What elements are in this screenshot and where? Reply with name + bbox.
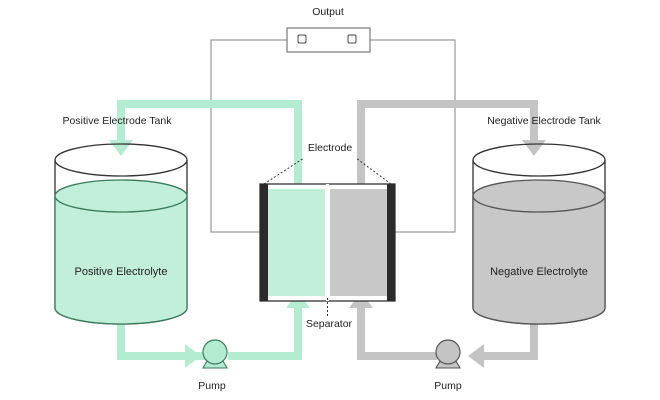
wire-right (370, 39, 456, 233)
pump-right: Pump (434, 339, 462, 392)
positive-return-top (117, 100, 302, 108)
terminal-right-icon (347, 34, 357, 44)
positive-half-cell (268, 189, 325, 296)
electrode-plate-left (260, 184, 268, 301)
positive-return-arrow-icon (109, 140, 133, 156)
output-label: Output (312, 6, 344, 18)
positive-return-riser (294, 100, 302, 190)
negative-return-drop (530, 100, 538, 142)
circuit-wires (210, 39, 456, 233)
pump-left-label: Pump (198, 380, 226, 392)
negative-supply-drop (530, 318, 538, 360)
negative-supply-right (480, 352, 538, 360)
pump-left: Pump (198, 339, 228, 392)
positive-supply-drop (117, 318, 125, 360)
separator-label: Separator (306, 318, 353, 330)
electrode-callout-right (355, 157, 392, 185)
negative-supply-arrow-icon (468, 344, 484, 368)
positive-return-drop (117, 100, 125, 142)
negative-supply-riser (357, 306, 365, 360)
positive-electrolyte-label: Positive Electrolyte (75, 266, 168, 278)
cell-stack (259, 157, 396, 316)
negative-return-arrow-icon (522, 140, 546, 156)
pump-right-label: Pump (434, 380, 462, 392)
pump-left-icon (202, 339, 228, 365)
positive-supply-left (117, 352, 207, 360)
output-box: Output (286, 6, 371, 53)
positive-flow-pipes (109, 100, 310, 368)
negative-tank-label: Negative Electrode Tank (487, 115, 601, 127)
pump-right-icon (435, 339, 461, 365)
positive-supply-riser (294, 306, 302, 360)
positive-liquid-body (54, 195, 188, 325)
negative-tank: Negative Electrolyte (472, 143, 606, 325)
terminal-left-icon (297, 34, 307, 44)
negative-half-cell (330, 189, 387, 296)
negative-supply-left (357, 352, 437, 360)
negative-return-top (357, 100, 538, 108)
electrode-label: Electrode (308, 142, 353, 154)
negative-tank-rim (472, 143, 606, 177)
negative-electrolyte-label: Negative Electrolyte (490, 266, 588, 278)
positive-supply-right (228, 352, 302, 360)
positive-supply-arrow-icon (185, 344, 201, 368)
positive-tank: Positive Electrolyte (54, 143, 188, 325)
positive-tank-rim (54, 143, 188, 177)
negative-liquid-body (472, 195, 606, 325)
electrode-plate-right (387, 184, 395, 301)
negative-liquid-surface (472, 179, 606, 213)
positive-tank-label: Positive Electrode Tank (63, 115, 173, 127)
wire-left (210, 39, 287, 233)
negative-return-riser (357, 100, 365, 190)
positive-liquid-surface (54, 179, 188, 213)
